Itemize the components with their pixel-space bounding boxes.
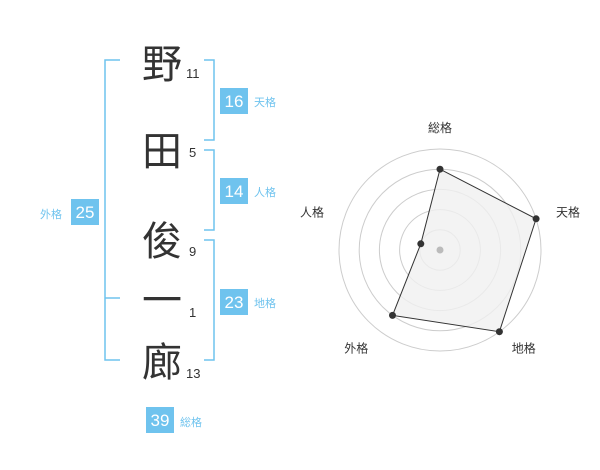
radar-point-2: [532, 215, 540, 223]
jinkaku-value: 14: [225, 182, 244, 201]
bracket-tenkaku: [204, 59, 215, 141]
chikaku-badge: [220, 289, 248, 315]
soukaku-value: 39: [151, 411, 170, 430]
stroke-count-5: 13: [186, 366, 200, 381]
bracket-lines: [104, 59, 215, 361]
soukaku-badge: [146, 407, 174, 433]
stroke-count-2: 5: [189, 145, 196, 160]
tenkaku-value: 16: [225, 92, 244, 111]
bracket-chikaku: [204, 239, 215, 361]
stroke-count-1: 11: [186, 66, 200, 81]
tenkaku-label: 天格: [254, 95, 276, 109]
radar-series-polygon: [391, 168, 537, 333]
bracket-gaikaku: [104, 59, 120, 361]
name-char-2: 田: [142, 129, 182, 175]
radar-ring-5: [338, 148, 542, 352]
name-char-3: 俊: [142, 219, 182, 265]
radar-point-1: [436, 165, 444, 173]
chikaku-label: 地格: [254, 296, 276, 310]
jinkaku-badge: [220, 178, 248, 204]
gaikaku-value: 25: [76, 203, 95, 222]
name-char-1: 野: [142, 42, 182, 88]
radar-axis-label-1: 総格: [428, 120, 452, 135]
radar-axis-label-4: 外格: [344, 341, 368, 356]
name-char-4: 一: [142, 278, 182, 324]
gaikaku-label: 外格: [40, 207, 62, 221]
radar-axis-label-2: 天格: [556, 204, 580, 219]
jinkaku-label: 人格: [254, 185, 276, 199]
radar-axis-label-3: 地格: [512, 341, 536, 356]
tenkaku-badge: [220, 88, 248, 114]
stroke-count-4: 1: [189, 305, 196, 320]
bracket-jinkaku: [204, 149, 215, 231]
chikaku-value: 23: [225, 293, 244, 312]
radar-center-dot: [436, 246, 444, 254]
radar-point-3: [495, 328, 503, 336]
stroke-count-3: 9: [189, 244, 196, 259]
soukaku-label: 総格: [180, 415, 202, 429]
name-char-5: 廊: [142, 340, 182, 386]
radar-point-4: [389, 311, 396, 319]
radar-point-5: [417, 240, 425, 248]
radar-axis-label-5: 人格: [300, 204, 324, 219]
gaikaku-badge: [71, 199, 99, 225]
